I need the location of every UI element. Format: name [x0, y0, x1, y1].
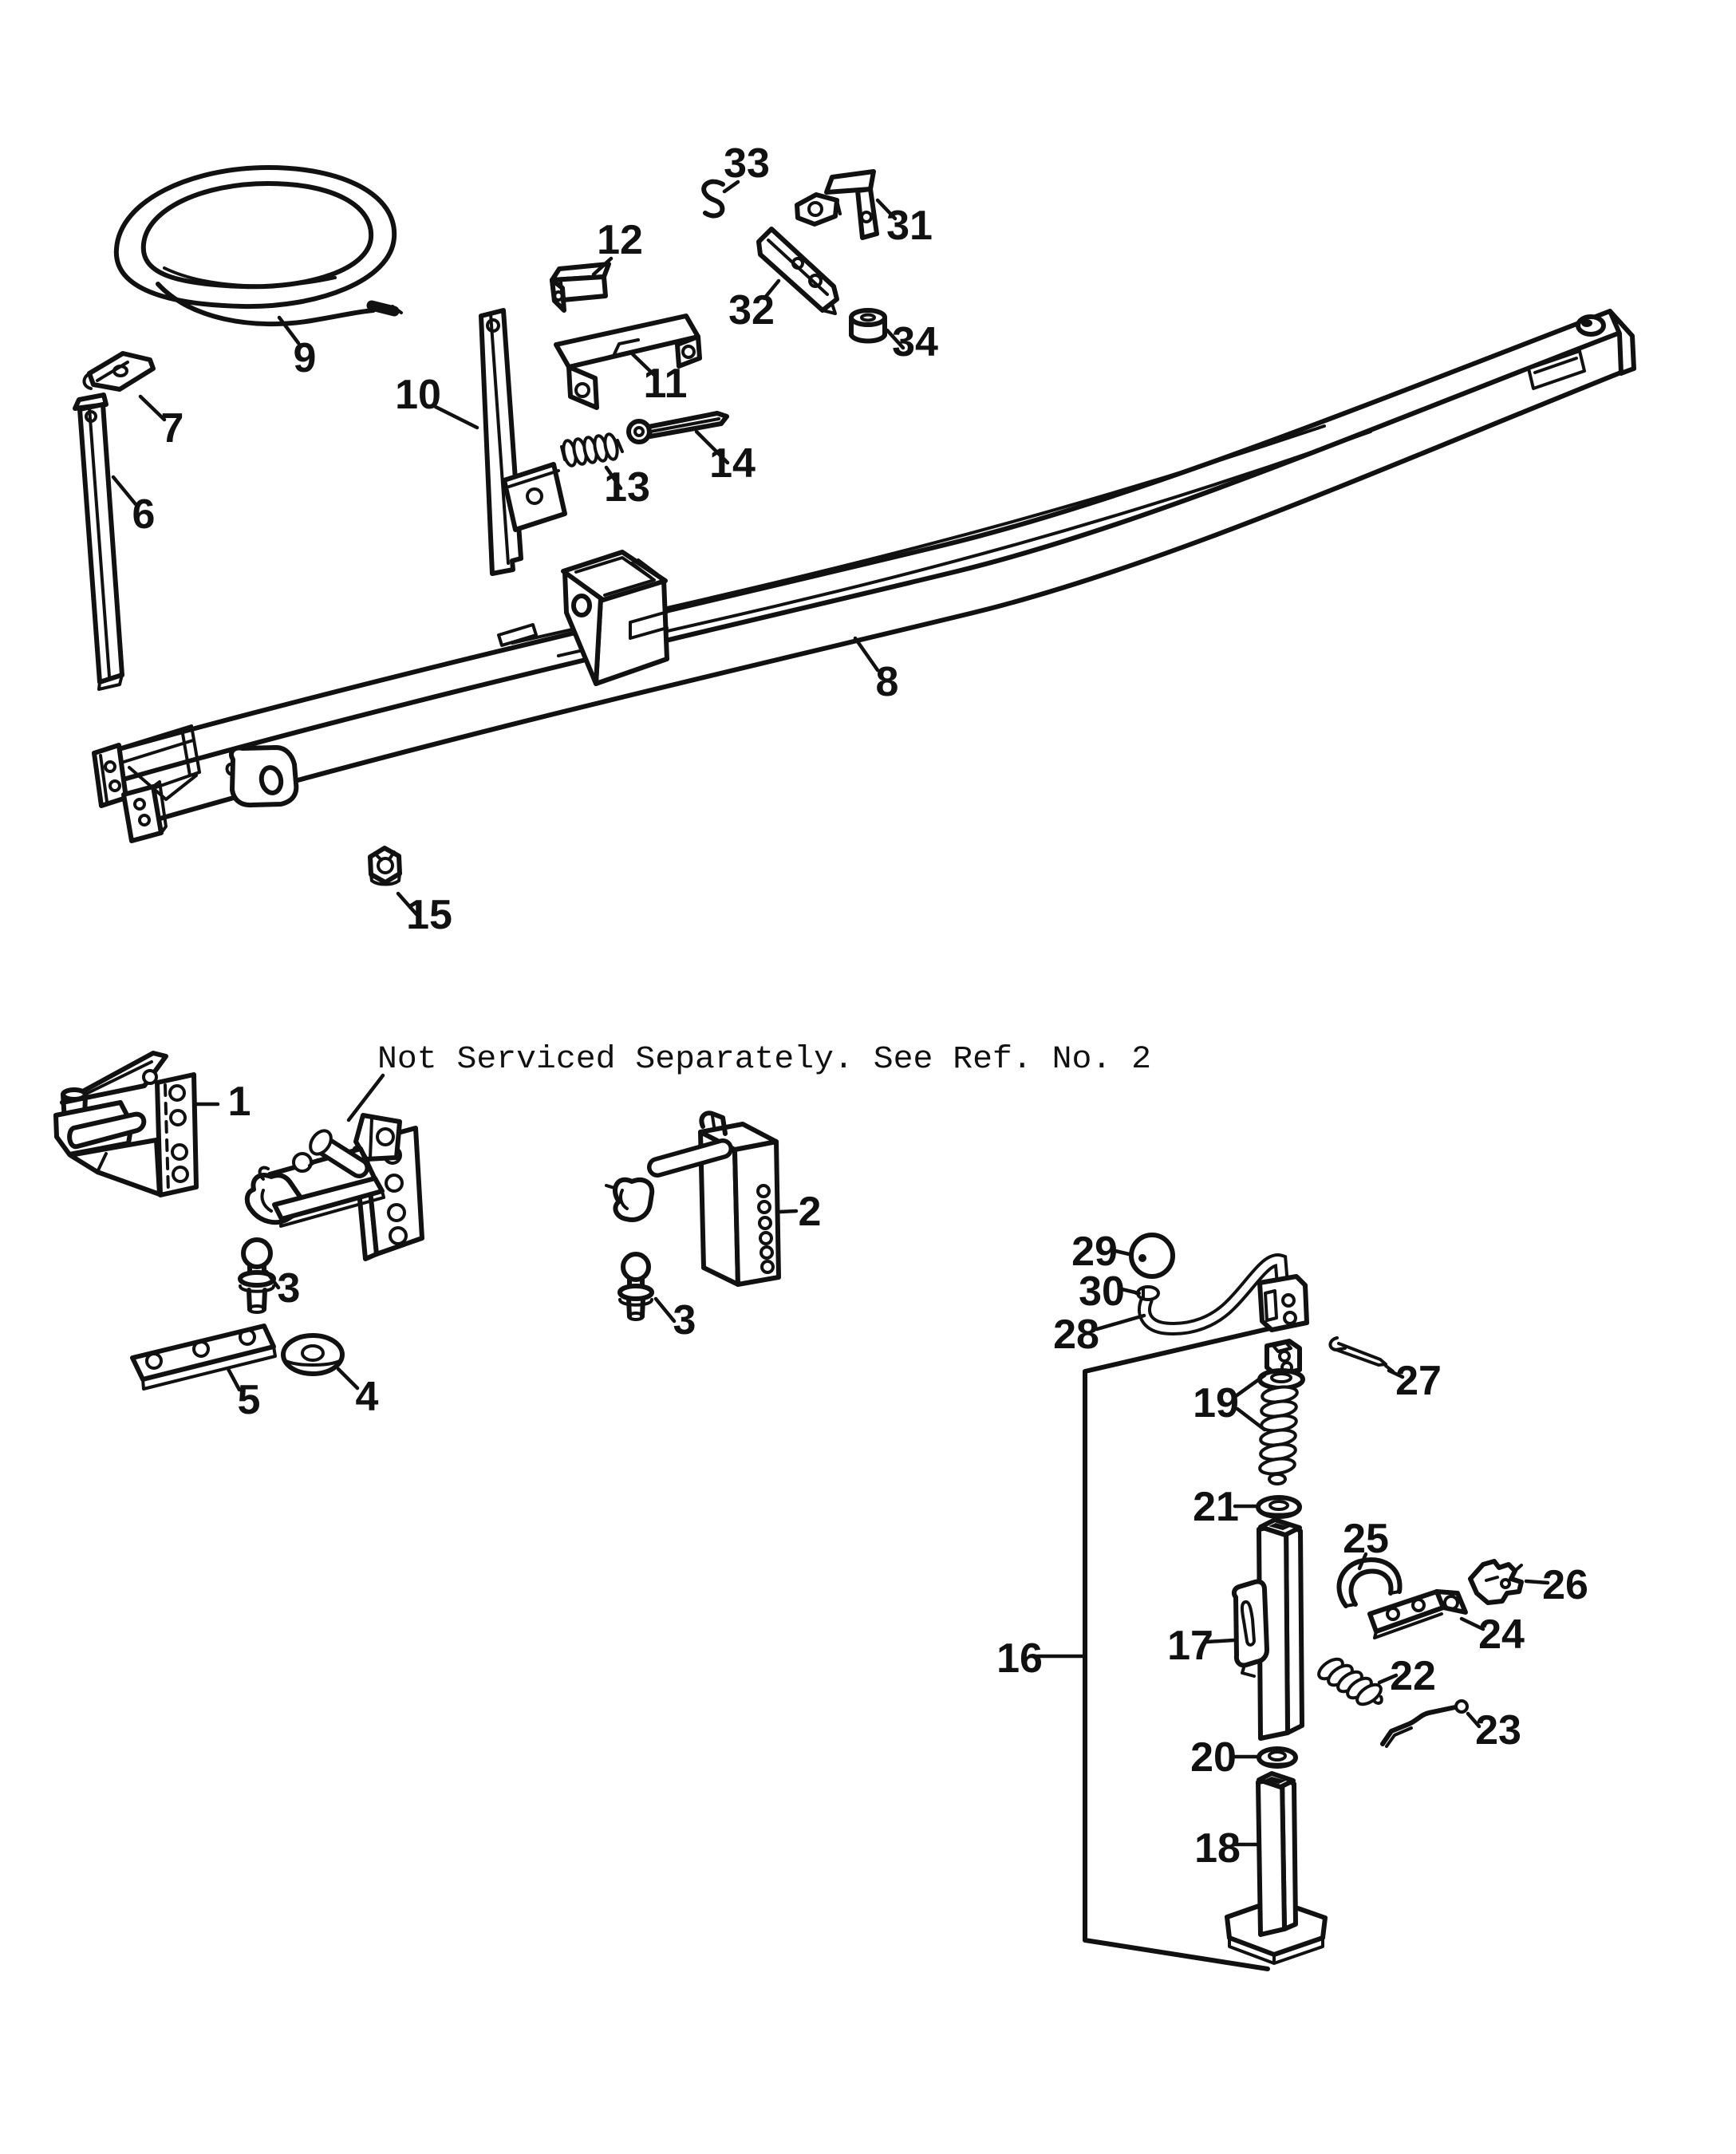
callout-25: 25	[1343, 1516, 1389, 1562]
callout-14: 14	[709, 440, 756, 487]
part-2-coupler-plate	[605, 1111, 781, 1287]
callout-5: 5	[238, 1377, 261, 1423]
callout-27: 27	[1395, 1358, 1442, 1404]
part-6-support-bar	[73, 393, 124, 691]
callout-3-left: 3	[278, 1265, 301, 1312]
callout-21: 21	[1193, 1484, 1239, 1530]
callout-28: 28	[1053, 1312, 1099, 1358]
part-16-mounting-plate-outline	[1083, 1325, 1276, 1971]
callout-7: 7	[161, 405, 184, 452]
callout-32: 32	[728, 287, 775, 333]
part-33-s-hook	[701, 179, 725, 219]
callouts: 1 2 3 3 4 5 6 7 8 9 10 11 12 13 14 15 16…	[132, 140, 1588, 1872]
callout-16: 16	[996, 1635, 1043, 1682]
callout-6: 6	[132, 491, 156, 538]
callout-3-middle: 3	[673, 1297, 696, 1343]
part-28-crank-handle	[1138, 1253, 1309, 1335]
part-8-tongue-beam	[92, 309, 1636, 843]
part-13-spring	[560, 432, 624, 467]
callout-8: 8	[876, 659, 899, 705]
part-32-strap-bracket	[756, 227, 839, 315]
note-text: Not Serviced Separately. See Ref. No. 2	[377, 1042, 1151, 1078]
callout-18: 18	[1194, 1825, 1241, 1872]
callout-12: 12	[597, 217, 643, 263]
leader-lines	[111, 180, 1550, 1847]
part-12-clip-bracket	[550, 262, 611, 313]
callout-24: 24	[1478, 1612, 1525, 1658]
callout-4: 4	[356, 1374, 379, 1420]
part-20-washer	[1257, 1746, 1298, 1769]
note: Not Serviced Separately. See Ref. No. 2	[346, 1042, 1151, 1122]
coupler-assembly-not-serviced	[244, 1113, 424, 1261]
callout-22: 22	[1390, 1653, 1436, 1699]
part-3-hitch-ball-middle	[617, 1252, 654, 1321]
callout-13: 13	[604, 464, 650, 511]
part-9-safety-cable	[113, 165, 403, 327]
callout-17: 17	[1167, 1623, 1213, 1669]
part-25-u-bolt	[1336, 1557, 1403, 1608]
part-24-angle-bracket	[1367, 1589, 1468, 1639]
callout-23: 23	[1475, 1707, 1521, 1754]
callout-33: 33	[724, 140, 770, 187]
callout-9: 9	[294, 335, 317, 381]
part-11-cover-bracket	[554, 314, 702, 410]
part-1-hitch-head	[53, 1051, 199, 1197]
callout-10: 10	[395, 372, 441, 418]
callout-1: 1	[228, 1079, 251, 1125]
part-26-latch-pawl	[1468, 1559, 1524, 1605]
part-29-knob-ball	[1129, 1233, 1175, 1279]
part-14-pin	[626, 411, 729, 444]
part-19-jack-screw	[1257, 1339, 1305, 1485]
note-leader	[346, 1073, 385, 1122]
callout-2: 2	[799, 1189, 822, 1235]
part-18-jack-inner-tube	[1225, 1771, 1328, 1965]
callout-19: 19	[1193, 1380, 1239, 1426]
part-10-hanger-strap	[479, 308, 567, 576]
part-3-hitch-ball-left	[238, 1237, 276, 1314]
part-5-link-bar	[130, 1324, 277, 1391]
callout-20: 20	[1190, 1734, 1237, 1781]
part-21-bearing-washer	[1256, 1495, 1302, 1519]
callout-26: 26	[1542, 1562, 1588, 1608]
part-31-u-bracket	[795, 169, 879, 240]
callout-15: 15	[406, 892, 452, 938]
callout-11: 11	[644, 361, 688, 407]
callout-29: 29	[1071, 1229, 1118, 1275]
part-22-spring	[1317, 1657, 1383, 1706]
callout-30: 30	[1079, 1268, 1125, 1315]
part-7-clip	[82, 351, 156, 392]
part-34-bushing	[849, 308, 887, 344]
part-4-washer	[281, 1333, 345, 1376]
part-17-jack-outer-tube	[1231, 1517, 1304, 1741]
part-30-nut	[1134, 1285, 1160, 1301]
callout-31: 31	[886, 203, 933, 249]
callout-34: 34	[892, 319, 938, 365]
part-23-pull-rod	[1380, 1699, 1469, 1748]
jack-assembly	[1083, 1233, 1524, 1971]
part-15-nut	[368, 846, 402, 886]
part-27-pin	[1328, 1336, 1395, 1373]
